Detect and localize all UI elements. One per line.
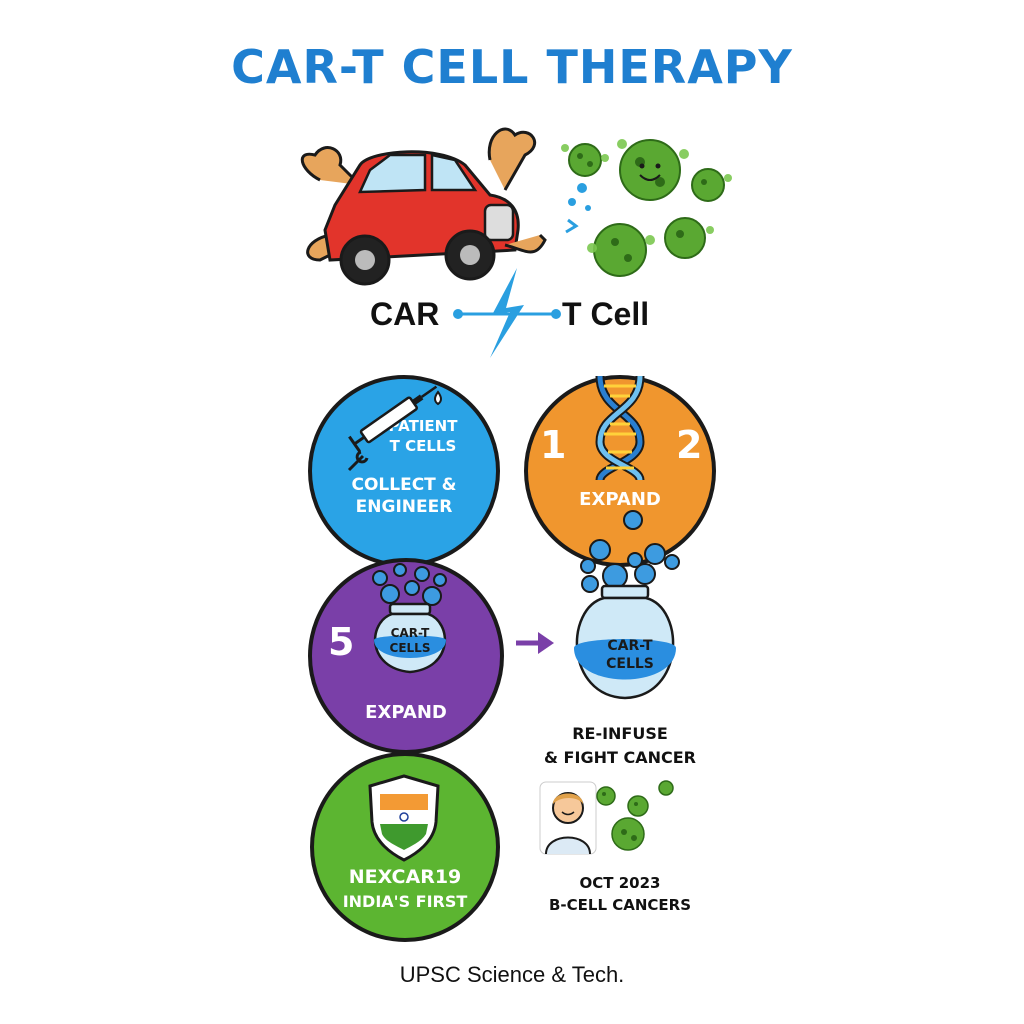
tcells-label: T CELLS <box>389 437 457 455</box>
lightning-icon <box>453 268 561 358</box>
engineer-label: ENGINEER <box>355 497 453 517</box>
number-5: 5 <box>328 620 355 664</box>
number-1: 1 <box>540 423 567 467</box>
jar-label-right: CAR-T CELLS <box>586 637 674 673</box>
jar-line-1: CAR-T <box>390 626 430 640</box>
footer-caption: UPSC Science & Tech. <box>399 962 625 987</box>
expand-label: EXPAND <box>579 489 661 510</box>
india-first-label: INDIA'S FIRST <box>342 892 468 911</box>
nexcar-label: NEXCAR19 <box>348 866 462 888</box>
india-shield-icon <box>368 774 440 862</box>
page-title: CAR-T CELL THERAPY <box>231 40 793 94</box>
arrow-right-icon <box>516 632 554 654</box>
dna-icon <box>595 375 645 482</box>
virus-cluster <box>561 139 732 277</box>
muscle-car-icon <box>301 127 547 286</box>
syringe-icon <box>348 385 442 453</box>
reinfuse-line-1: RE-INFUSE <box>572 724 668 743</box>
approval-label: OCT 2023 B-CELL CANCERS <box>530 872 710 916</box>
reinfuse-label: RE-INFUSE & FIGHT CANCER <box>520 722 720 770</box>
jar-label-left: CAR-T CELLS <box>368 626 452 656</box>
approval-date: OCT 2023 <box>579 874 661 892</box>
reinfuse-line-2: & FIGHT CANCER <box>544 748 696 767</box>
expand-label: EXPAND <box>365 702 447 723</box>
patient-icon <box>539 780 674 855</box>
jar-line-2: CELLS <box>606 656 654 672</box>
jar-line-2: CELLS <box>389 641 431 655</box>
jar-icon <box>372 563 447 674</box>
approval-indication: B-CELL CANCERS <box>548 896 692 914</box>
tcell-label: T Cell <box>562 296 650 332</box>
bubble-dots <box>565 183 591 234</box>
collect-label: COLLECT & <box>351 475 457 495</box>
reinfuse-jar-icon <box>574 510 680 700</box>
wrench-icon <box>347 450 369 472</box>
patient-label: PATIENT <box>388 417 458 435</box>
car-label: CAR <box>370 296 440 332</box>
jar-line-1: CAR-T <box>607 638 653 654</box>
number-2: 2 <box>676 423 703 467</box>
